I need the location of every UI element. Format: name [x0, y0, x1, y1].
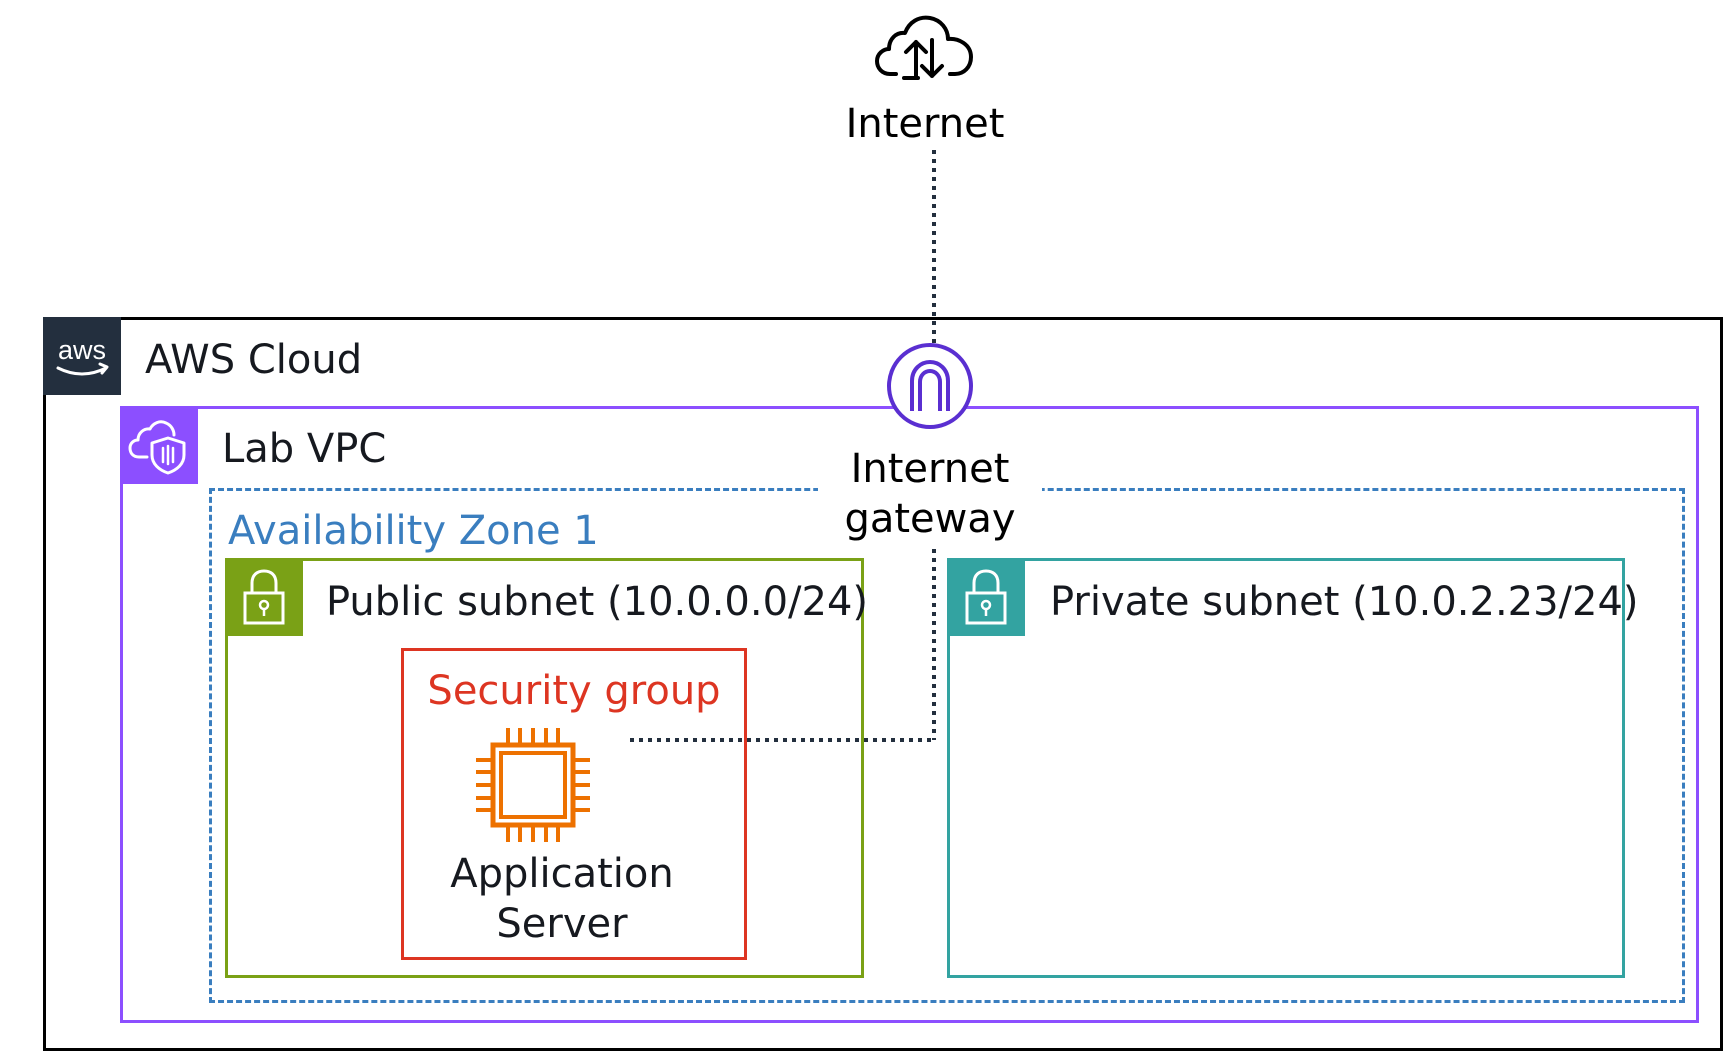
aws-cloud-label: AWS Cloud [145, 337, 363, 383]
security-group-label: Security group [427, 668, 721, 714]
private-subnet-group [947, 558, 1625, 978]
cloud-upload-download-icon [875, 15, 973, 80]
ec2-chip-icon [476, 728, 590, 842]
aws-logo-text: aws [58, 335, 106, 365]
availability-zone-label: Availability Zone 1 [228, 508, 599, 554]
aws-logo-icon: aws [56, 335, 109, 376]
vpc-badge [120, 406, 198, 484]
vpc-cloud-shield-icon [128, 420, 186, 475]
security-group-box [401, 648, 747, 960]
aws-logo: aws [43, 317, 121, 395]
public-subnet-badge [225, 558, 303, 636]
internet-gateway-icon [887, 343, 973, 429]
public-subnet-group [225, 558, 864, 978]
private-subnet-badge [947, 558, 1025, 636]
aws-cloud-group [43, 317, 1723, 1051]
internet-label: Internet [845, 101, 1005, 147]
vpc-label: Lab VPC [222, 426, 387, 472]
internet-gateway-label: Internet gateway [818, 444, 1042, 544]
lock-icon [243, 569, 285, 625]
private-subnet-label: Private subnet (10.0.2.23/24) [1050, 579, 1639, 625]
lock-icon [965, 569, 1007, 625]
application-server-label: Application Server [450, 851, 674, 947]
public-subnet-label: Public subnet (10.0.0.0/24) [326, 579, 869, 625]
